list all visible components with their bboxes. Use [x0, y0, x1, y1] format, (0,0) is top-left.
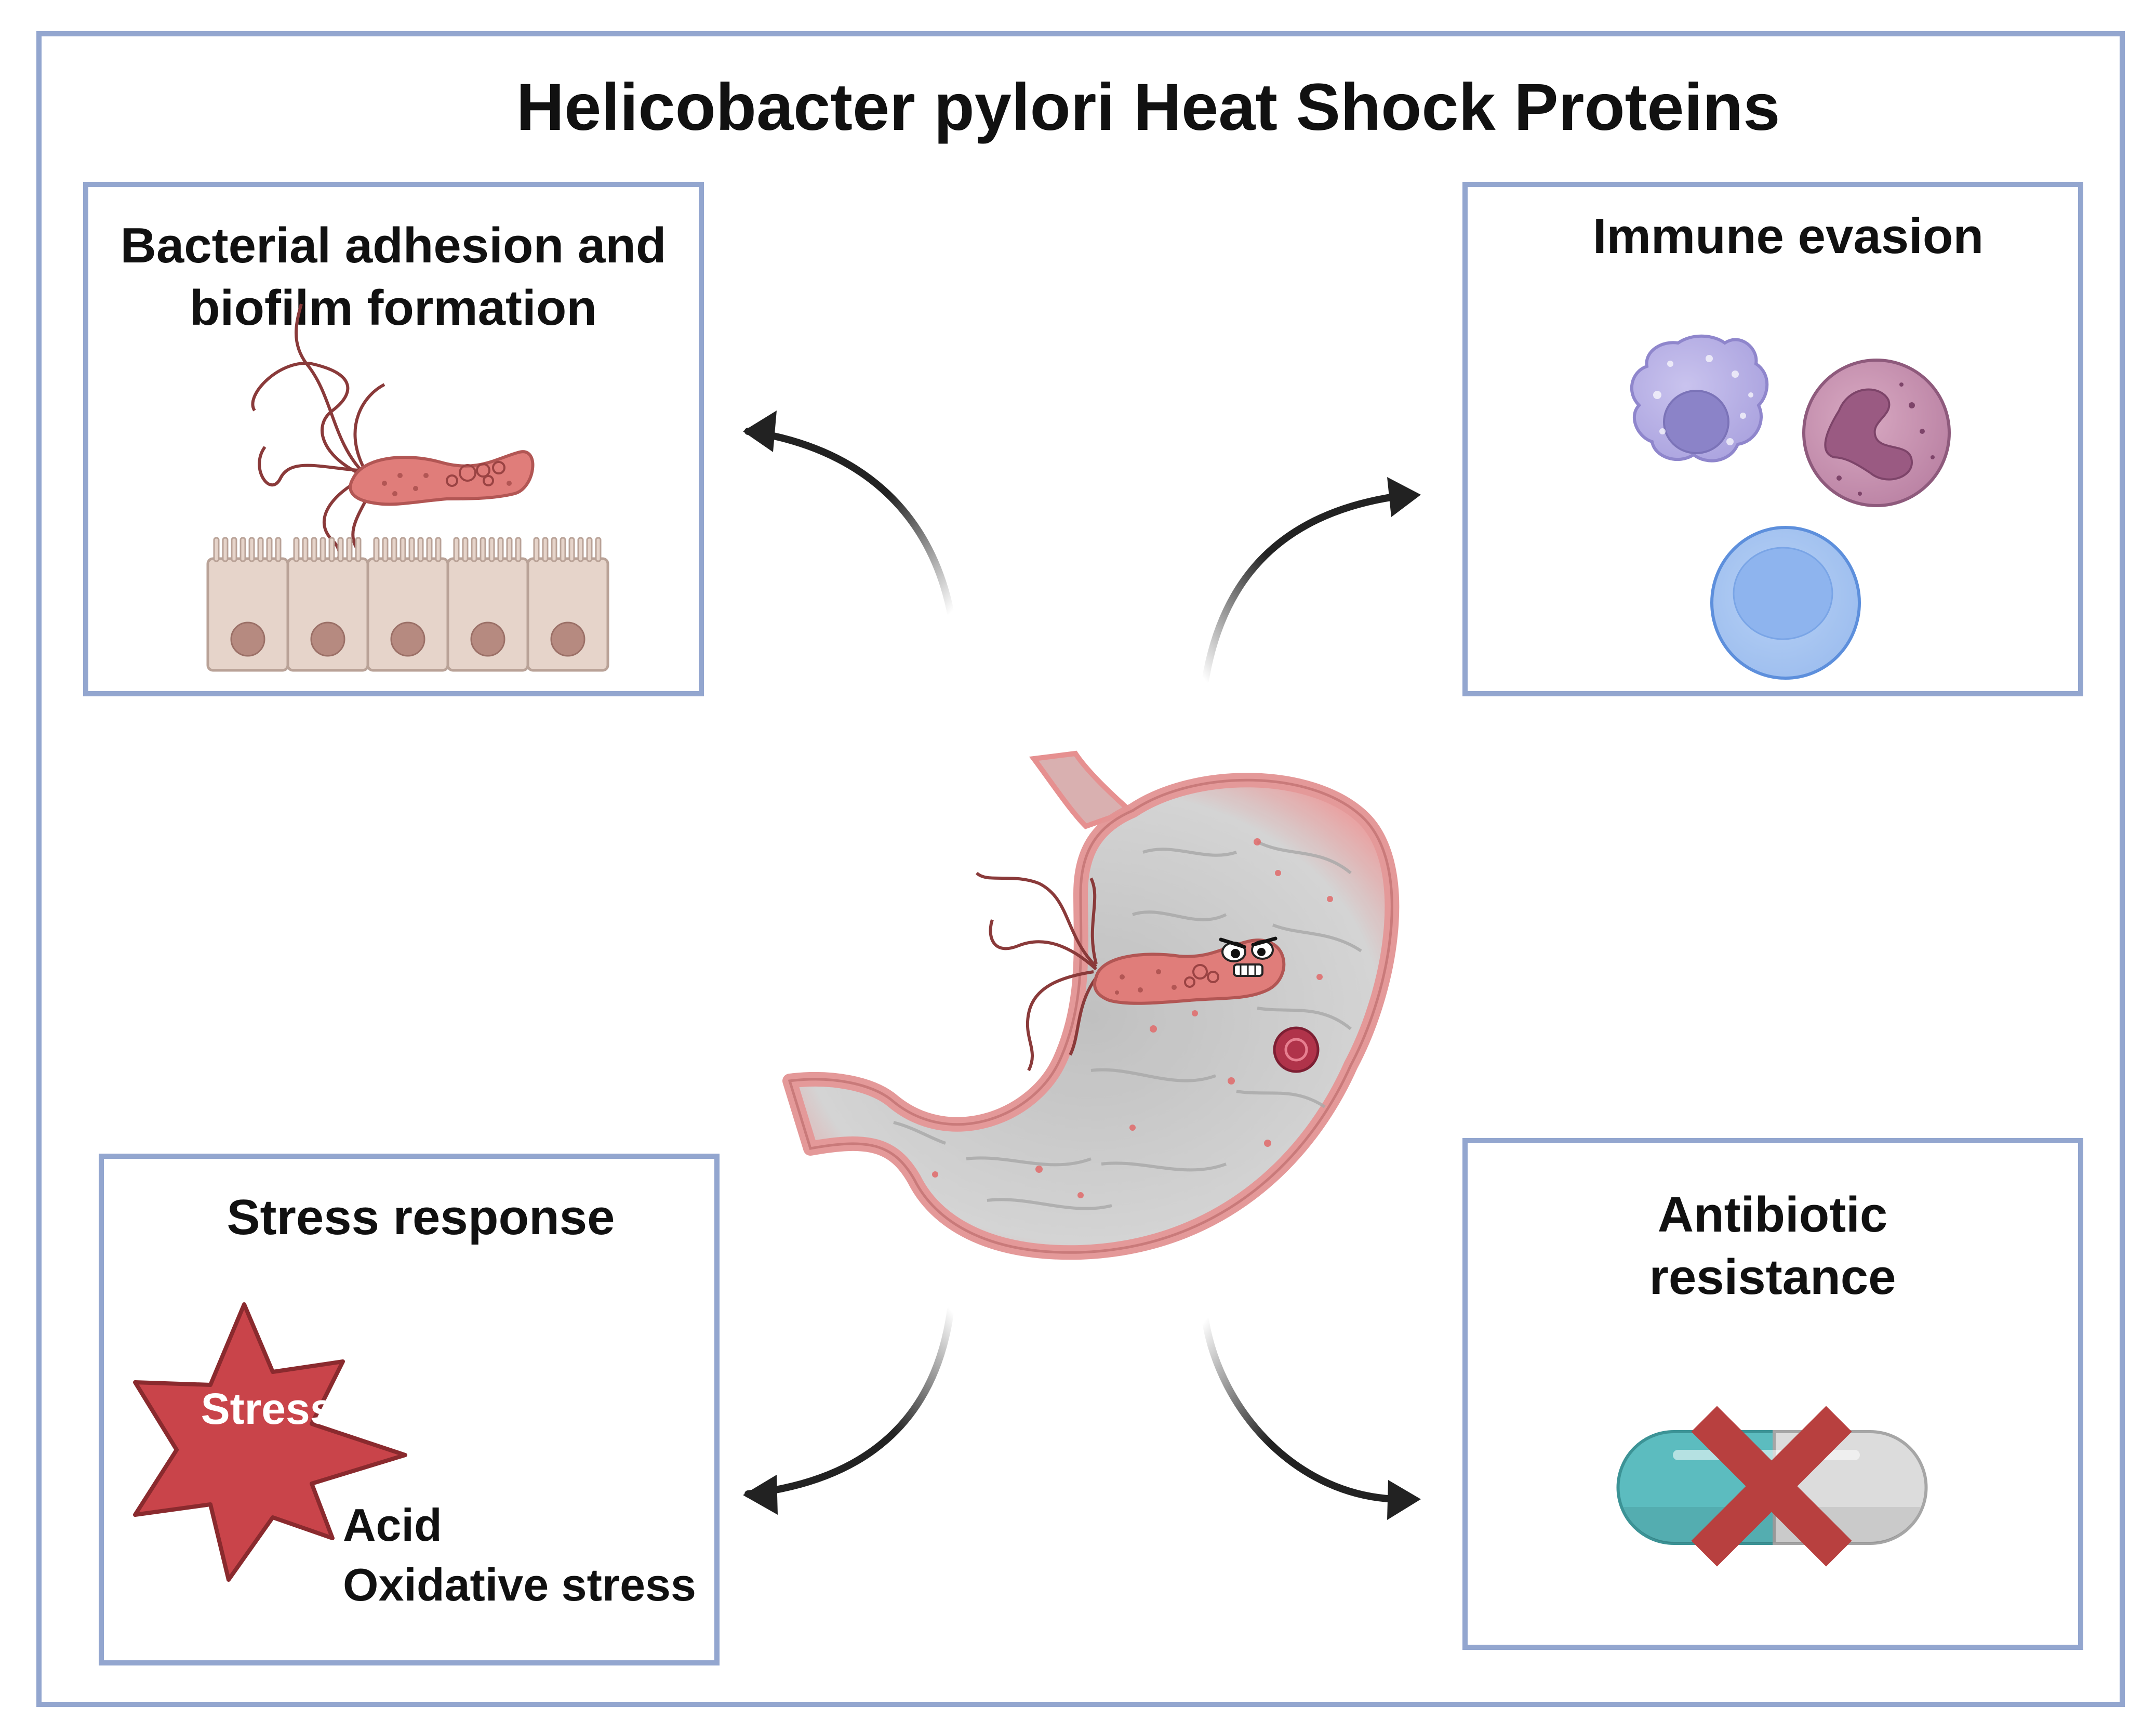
arrows: [743, 411, 1421, 1520]
microvillus: [462, 537, 469, 562]
microvillus: [391, 537, 397, 562]
stress-item-oxidative: Oxidative stress: [343, 1559, 696, 1610]
adhesion-title-line1: Bacterial adhesion and: [121, 218, 667, 273]
microvillus: [586, 537, 593, 562]
cell-nucleus: [310, 622, 345, 657]
arrowhead-adhesion: [743, 411, 777, 452]
microvillus: [373, 537, 380, 562]
arrow-to-immune: [1202, 493, 1401, 684]
microvillus: [435, 537, 442, 562]
cell-nucleus: [390, 622, 425, 657]
microvillus: [320, 537, 326, 562]
arrow-to-stress: [744, 1306, 954, 1498]
microvillus: [275, 537, 282, 562]
microvillus: [568, 537, 575, 562]
microvillus: [533, 537, 540, 562]
microvillus: [426, 537, 433, 562]
neutrophil-icon: [1802, 359, 1951, 507]
page-title: Helicobacter pylori Heat Shock Proteins: [516, 70, 1780, 144]
arrowhead-antibiotic: [1387, 1480, 1421, 1520]
microvillus: [417, 537, 424, 562]
cell-nucleus: [550, 622, 585, 657]
microvillus: [231, 537, 237, 562]
microvillus: [328, 537, 335, 562]
antibiotic-title-line2: resistance: [1649, 1249, 1896, 1305]
microvillus: [515, 537, 522, 562]
stress-title: Stress response: [227, 1189, 615, 1245]
microvillus: [382, 537, 389, 562]
panel-immune: Immune evasion: [1462, 182, 2083, 696]
microvillus: [560, 537, 566, 562]
stress-burst-icon: Stress: [133, 1302, 407, 1582]
macrophage-icon: [1630, 334, 1769, 462]
arrowhead-stress: [743, 1475, 778, 1515]
helicobacter-face-icon: [975, 871, 1286, 1072]
microvillus: [239, 537, 246, 562]
panel-stress: Stress response Stress Acid Oxidative st…: [99, 1154, 720, 1665]
microvillus: [213, 537, 220, 562]
microvillus: [293, 537, 300, 562]
stomach-icon: [782, 750, 1400, 1260]
immune-title: Immune evasion: [1593, 208, 1984, 264]
lymphocyte-icon: [1710, 526, 1861, 680]
microvillus: [266, 537, 273, 562]
arrow-to-antibiotic: [1202, 1316, 1401, 1503]
microvillus: [542, 537, 549, 562]
adhesion-title-line2: biofilm formation: [190, 280, 597, 336]
stress-item-acid: Acid: [343, 1499, 442, 1551]
microvillus: [337, 537, 344, 562]
microvillus: [222, 537, 229, 562]
microvillus: [355, 537, 362, 562]
microvillus: [400, 537, 406, 562]
ulcer-icon: [1273, 1026, 1320, 1073]
antibiotic-title-line1: Antibiotic: [1658, 1187, 1888, 1242]
microvillus: [346, 537, 353, 562]
panel-antibiotic: Antibiotic resistance: [1462, 1138, 2083, 1650]
cell-nucleus: [230, 622, 265, 657]
panel-adhesion: Bacterial adhesion and biofilm formation: [83, 182, 704, 696]
microvillus: [471, 537, 477, 562]
microvillus: [551, 537, 557, 562]
arrowhead-immune: [1387, 477, 1421, 517]
microvillus: [595, 537, 602, 562]
cross-icon: [1691, 1406, 1852, 1567]
stress-badge: Stress: [201, 1384, 335, 1433]
microvillus: [488, 537, 495, 562]
microvillus: [453, 537, 460, 562]
arrow-to-adhesion: [744, 428, 954, 617]
cell-nucleus: [470, 622, 505, 657]
microvillus: [408, 537, 415, 562]
microvillus: [257, 537, 264, 562]
epithelial-cells-icon: [206, 537, 609, 672]
microvillus: [577, 537, 584, 562]
epithelial-cell: [526, 557, 609, 672]
microvillus: [480, 537, 486, 562]
microvillus: [302, 537, 309, 562]
microvillus: [497, 537, 504, 562]
microvillus: [248, 537, 255, 562]
microvillus: [311, 537, 317, 562]
microvillus: [506, 537, 513, 562]
